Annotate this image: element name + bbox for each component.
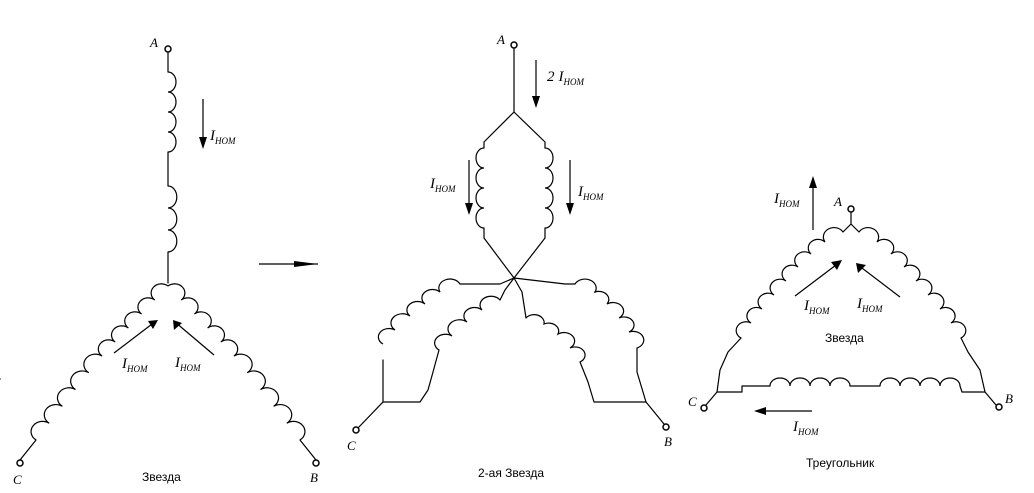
star-lead-b-wire bbox=[299, 439, 317, 461]
dstar-neutral-wires bbox=[459, 277, 576, 319]
dstar-terminal-c bbox=[352, 426, 360, 434]
dstar-coil-c-inner bbox=[434, 295, 501, 351]
star-arrow-left bbox=[113, 320, 157, 354]
tri-coil-cb-left bbox=[769, 377, 851, 387]
tri-terminal-a bbox=[847, 205, 855, 213]
tri-current-bottom: IНОМ bbox=[792, 419, 819, 437]
transition-arrow bbox=[259, 261, 318, 267]
tri-current-left: IНОМ bbox=[803, 298, 830, 316]
tri-coil-ac bbox=[735, 226, 844, 339]
tri-arrow-left bbox=[794, 261, 841, 297]
star-coil-b-lower bbox=[233, 353, 306, 441]
star-coil-a bbox=[167, 71, 177, 153]
star-terminal-c bbox=[16, 459, 24, 467]
dstar-branch-top bbox=[483, 111, 546, 149]
tri-inner-label: Звезда bbox=[825, 331, 864, 345]
star-lead-c-wire bbox=[19, 439, 37, 461]
dstar-coil-b-inner bbox=[525, 314, 586, 363]
dstar-arrowhead-top bbox=[532, 96, 540, 108]
tri-current-right: IНОМ bbox=[856, 296, 883, 314]
star-arrowhead-top bbox=[199, 137, 207, 149]
tri-wire-c bbox=[705, 337, 742, 406]
dstar-label-c: C bbox=[347, 438, 356, 453]
star-label-b: B bbox=[310, 470, 318, 485]
star-coil-c-upper bbox=[97, 283, 169, 357]
tri-arrow-right bbox=[857, 264, 901, 298]
tri-label-c: C bbox=[688, 394, 697, 409]
star-label-a: A bbox=[149, 35, 158, 50]
star-terminal-b bbox=[312, 459, 320, 467]
dstar-lead-b bbox=[645, 401, 665, 425]
tri-arrowhead-bottom bbox=[754, 407, 766, 415]
dstar-leg-b-outer bbox=[636, 347, 647, 403]
star-coil-c-lower bbox=[30, 353, 103, 441]
tri-label-a: A bbox=[833, 194, 842, 209]
dstar-leg-b-inner bbox=[579, 361, 647, 403]
tri-terminal-c bbox=[700, 404, 708, 412]
tri-terminal-b bbox=[995, 403, 1003, 411]
dstar-lead-c bbox=[357, 401, 384, 429]
tri-wire-bottom-right bbox=[959, 385, 986, 393]
star-current-top: IНОМ bbox=[209, 128, 236, 146]
star-arrow-right bbox=[174, 321, 215, 356]
tri-lead-a bbox=[842, 211, 860, 233]
dstar-coil-c-outer bbox=[377, 278, 461, 345]
dstar-branch-bottom bbox=[483, 227, 546, 279]
star-coil-b-upper bbox=[167, 283, 239, 357]
tri-coil-ab bbox=[858, 226, 967, 339]
dstar-label-a: A bbox=[496, 32, 505, 47]
tri-arrowhead-top bbox=[809, 176, 817, 188]
dstar-terminal-b bbox=[662, 423, 670, 431]
star-arrowhead-right bbox=[173, 320, 182, 330]
dstar-current-right: IНОМ bbox=[577, 184, 604, 202]
triangle-diagram: A C B IНОМ IНОМ IНОМ IНОМ Звезда Треугол… bbox=[688, 176, 1013, 470]
tri-label-b: B bbox=[1005, 391, 1013, 406]
tri-coil-cb-right bbox=[879, 377, 961, 387]
dstar-coil-a-right bbox=[544, 147, 554, 229]
star-arrowhead-left bbox=[148, 320, 158, 329]
star-current-right: IНОМ bbox=[174, 355, 201, 373]
tri-wire-b bbox=[960, 337, 997, 406]
dstar-leg-c-inner bbox=[382, 349, 440, 403]
star-diagram: A C B IНОМ IНОМ IНОМ Звезда bbox=[0, 35, 320, 487]
tri-current-top: IНОМ bbox=[773, 191, 800, 209]
dstar-label-b: B bbox=[664, 434, 672, 449]
star-coil-a2 bbox=[167, 185, 178, 253]
tri-wire-bottom-left bbox=[716, 385, 771, 393]
tri-caption: Треугольник bbox=[806, 456, 875, 470]
dstar-arrowhead-left bbox=[465, 203, 473, 215]
star-current-left: IНОМ bbox=[121, 356, 148, 374]
dstar-current-left: IНОМ bbox=[429, 176, 456, 194]
dstar-terminal-a bbox=[510, 41, 518, 49]
star-caption: Звезда bbox=[142, 470, 181, 484]
dstar-coil-a-left bbox=[475, 147, 485, 229]
dstar-coil-b-outer bbox=[574, 278, 645, 349]
star-terminal-a bbox=[164, 45, 172, 53]
dstar-arrowhead-right bbox=[566, 203, 574, 215]
tri-arrowhead-left bbox=[831, 260, 842, 270]
star-label-c: C bbox=[13, 472, 22, 487]
dstar-caption: 2-ая Звезда bbox=[478, 466, 544, 480]
tri-arrowhead-right bbox=[856, 263, 866, 273]
